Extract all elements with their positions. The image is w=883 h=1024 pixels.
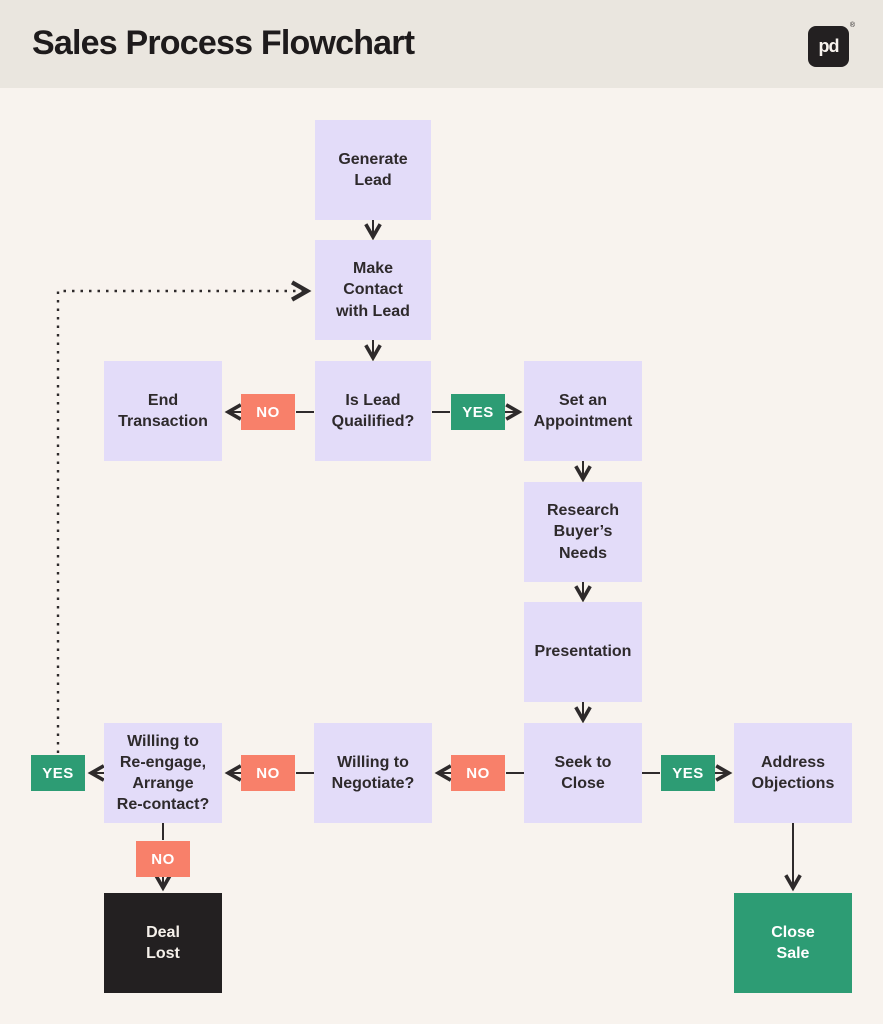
decision-label-yes-reengage: YES [31,755,85,791]
decision-label-no-reengage: NO [136,841,190,877]
node-deal-lost: Deal Lost [104,893,222,993]
decision-label-no-lead-qualified: NO [241,394,295,430]
node-willing-to-reengage: Willing to Re-engage, Arrange Re-contact… [104,723,222,823]
node-seek-to-close: Seek to Close [524,723,642,823]
header: Sales Process Flowchart pd ® [0,0,883,88]
node-end-transaction: End Transaction [104,361,222,461]
decision-label-yes-lead-qualified: YES [451,394,505,430]
node-generate-lead: Generate Lead [315,120,431,220]
node-close-sale: Close Sale [734,893,852,993]
registered-trademark-icon: ® [849,22,855,29]
page-title: Sales Process Flowchart [32,24,415,62]
node-set-an-appointment: Set an Appointment [524,361,642,461]
decision-label-no-seek-to-close: NO [451,755,505,791]
node-make-contact-with-lead: Make Contact with Lead [315,240,431,340]
node-address-objections: Address Objections [734,723,852,823]
node-research-buyers-needs: Research Buyer’s Needs [524,482,642,582]
decision-label-yes-seek-to-close: YES [661,755,715,791]
pandadoc-logo-icon: pd [808,26,849,67]
node-presentation: Presentation [524,602,642,702]
node-willing-to-negotiate: Willing to Negotiate? [314,723,432,823]
decision-label-no-negotiate: NO [241,755,295,791]
node-is-lead-qualified: Is Lead Quailified? [315,361,431,461]
